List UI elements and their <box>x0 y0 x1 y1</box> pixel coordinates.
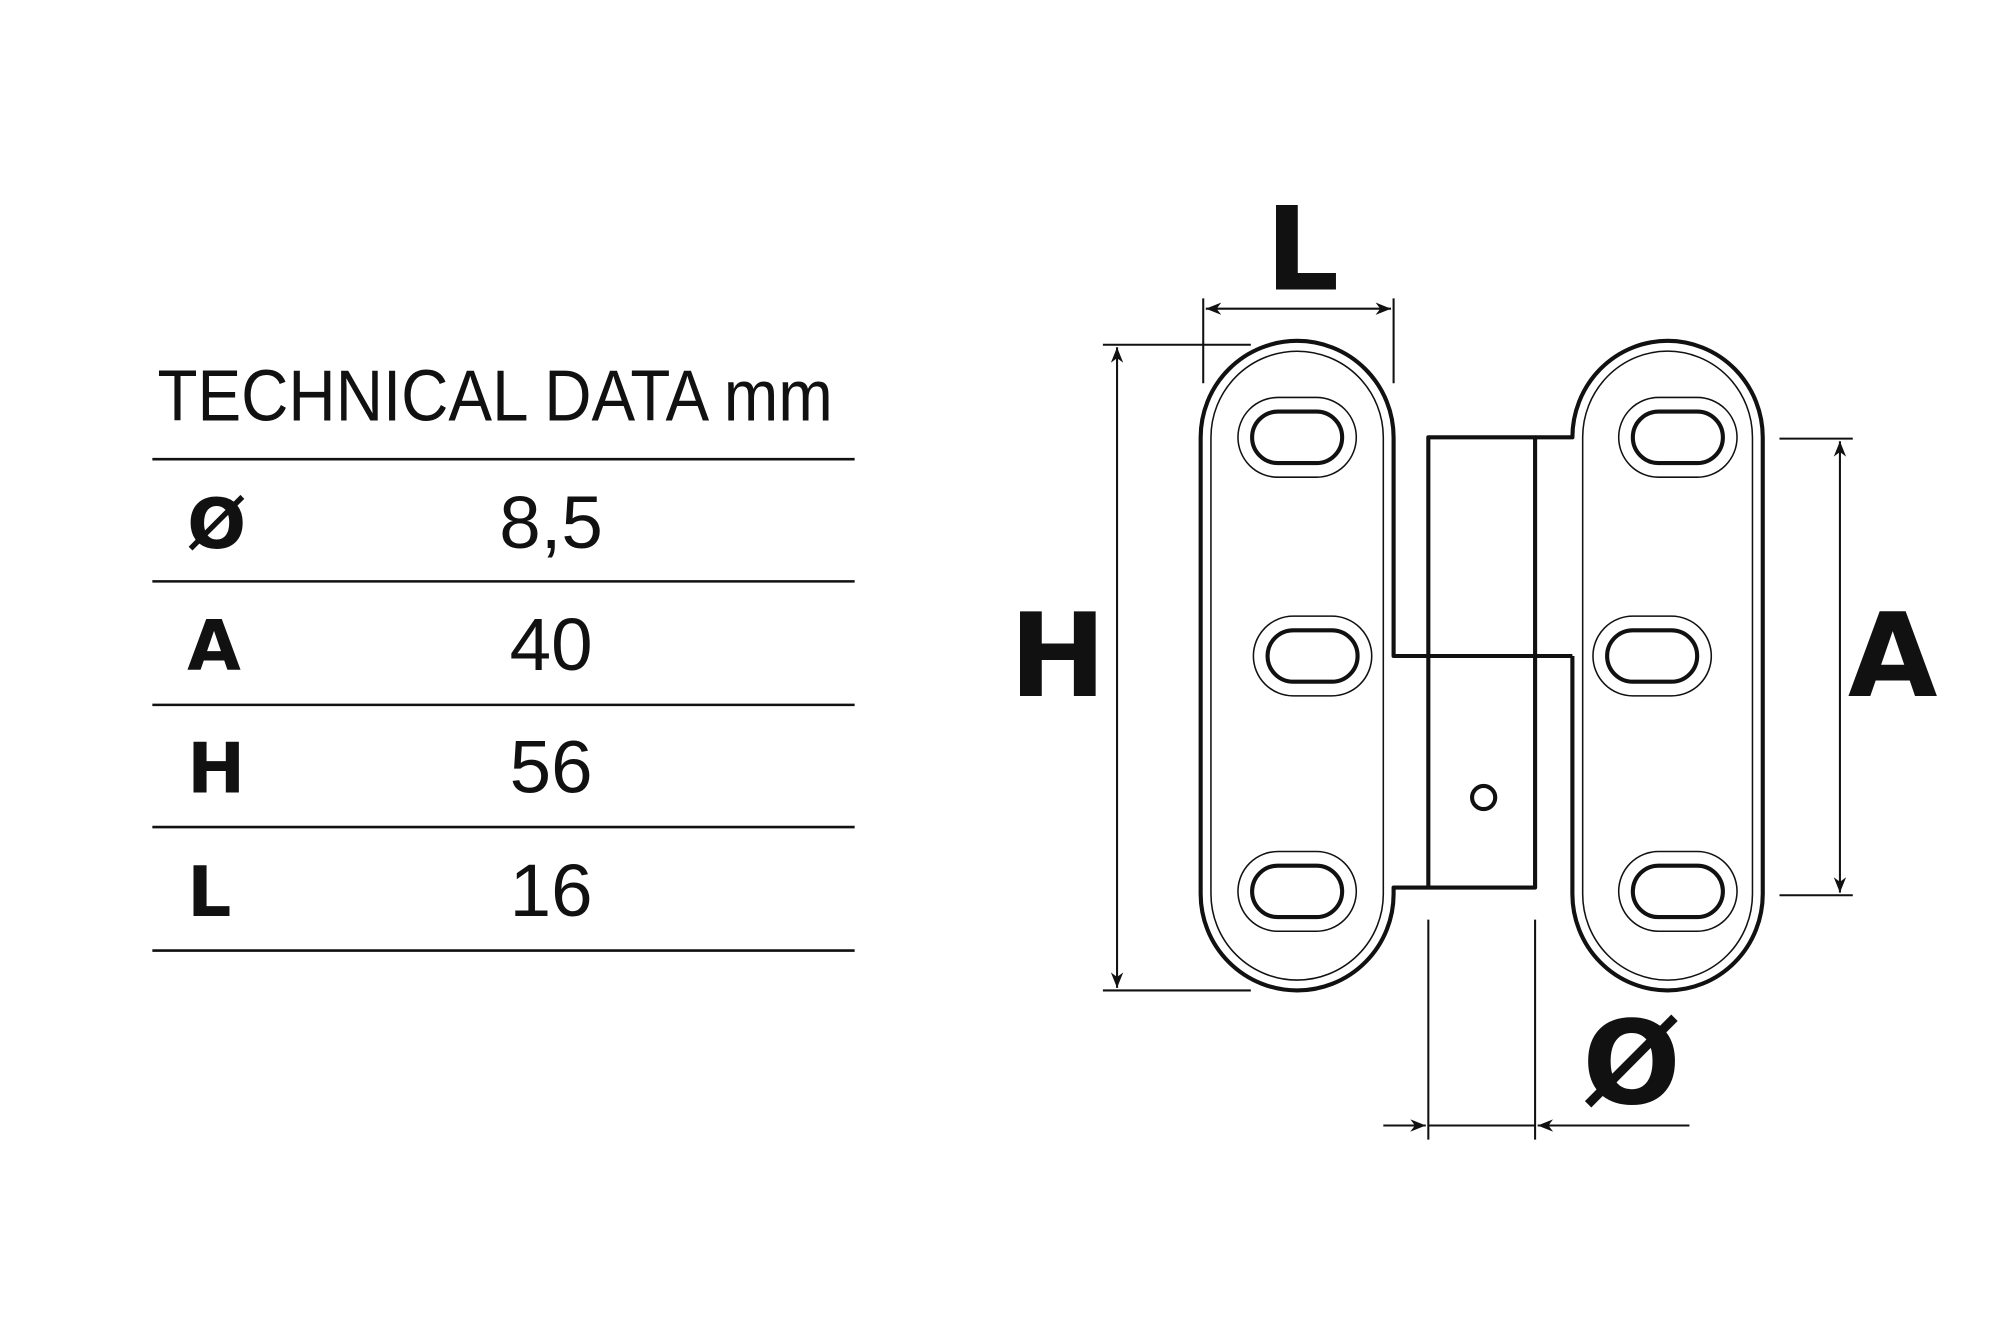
slot <box>1592 615 1713 697</box>
left-leaf-inner <box>1210 350 1385 981</box>
slot <box>1617 850 1738 933</box>
slot <box>1617 396 1738 478</box>
row-value: 40 <box>510 602 593 686</box>
row-label: H <box>187 729 245 809</box>
dimension-diameter-label: Ø <box>1582 998 1680 1132</box>
row-value: 56 <box>510 724 593 808</box>
table-row: H 56 <box>152 724 855 829</box>
row-value: 8,5 <box>499 480 603 564</box>
table-row: A 40 <box>152 602 855 707</box>
hinge-drawing: L H A Ø <box>1009 183 1938 1140</box>
left-leaf-outline <box>1198 338 1573 993</box>
table-title: TECHNICAL DATA mm <box>157 357 832 437</box>
right-leaf-outline <box>1535 338 1765 993</box>
dimension-A: A <box>1779 437 1938 897</box>
dimension-L-label: L <box>1265 183 1339 317</box>
dimension-diameter: Ø <box>1383 919 1690 1140</box>
slot <box>1237 396 1358 478</box>
row-value: 16 <box>510 848 593 932</box>
slot <box>1237 850 1358 933</box>
row-label: A <box>187 607 241 687</box>
slot <box>1252 615 1373 697</box>
dimension-H: H <box>1009 343 1251 992</box>
table-row: L 16 <box>152 848 855 952</box>
table-row: Ø 8,5 <box>152 480 855 583</box>
dimension-L: L <box>1202 183 1395 384</box>
right-leaf-inner <box>1581 350 1754 981</box>
dimension-A-label: A <box>1848 590 1938 724</box>
technical-data-table: TECHNICAL DATA mm Ø 8,5 A 40 H 56 L 16 <box>152 357 855 952</box>
row-label: Ø <box>187 485 246 565</box>
row-label: L <box>187 853 231 933</box>
dimension-H-label: H <box>1009 590 1106 724</box>
pin-hole <box>1470 783 1498 812</box>
screw-slots <box>1237 396 1738 933</box>
hinge-pin-knuckle <box>1426 435 1538 890</box>
